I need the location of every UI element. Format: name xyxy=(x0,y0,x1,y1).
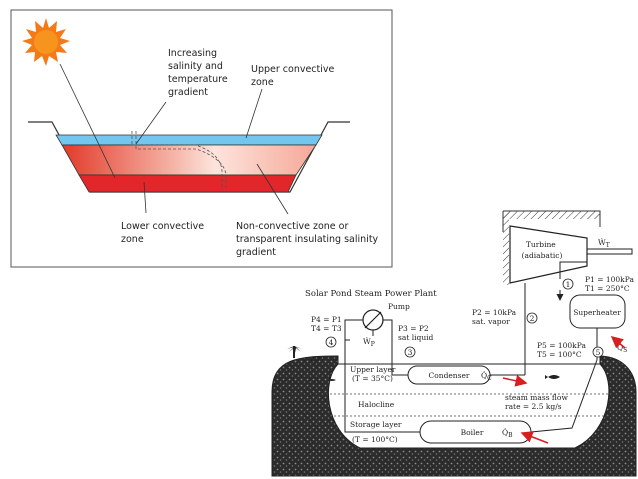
solar-pond-cross-section xyxy=(28,121,350,193)
state-3-marker xyxy=(404,346,416,358)
fish-small-icon xyxy=(328,379,336,381)
t1-label: T1 = 250°C xyxy=(585,284,630,293)
state-2-label: 2 xyxy=(530,314,535,323)
state-2-marker xyxy=(526,312,538,324)
p3-state: sat liquid xyxy=(398,333,434,342)
halocline-label: Halocline xyxy=(358,400,395,409)
label-upper-convective-zone: Upper convective zone xyxy=(251,64,337,88)
fish-icon xyxy=(545,375,560,379)
state-1-marker xyxy=(562,278,574,290)
state-4-marker xyxy=(325,336,337,348)
non-convective-layer xyxy=(61,144,317,176)
qc-label: Q̇C xyxy=(481,371,492,382)
steam-flow-label: steam mass flow rate = 2.5 kg/s xyxy=(505,393,570,411)
plant-title: Solar Pond Steam Power Plant xyxy=(305,289,437,299)
wt-label: ẆT xyxy=(598,238,610,249)
state-3-label: 3 xyxy=(408,348,413,357)
p2-state: sat. vapor xyxy=(472,317,510,326)
palm-tree-icon xyxy=(287,346,303,358)
t5-label: T5 = 100°C xyxy=(537,350,582,359)
leader-lines xyxy=(59,63,289,215)
state-5-marker xyxy=(592,346,604,358)
condenser-label: Condenser xyxy=(428,371,469,380)
pond-basin xyxy=(327,363,610,449)
superheater-label: Superheater xyxy=(573,308,621,317)
p5-label: P5 = 100kPa xyxy=(537,341,586,350)
turbine: Turbine (adiabatic) ẆT xyxy=(502,210,633,285)
p2-label: P2 = 10kPa xyxy=(472,308,517,317)
state-4-label: 4 xyxy=(329,338,334,347)
boiler-label: Boiler xyxy=(461,428,484,437)
p4-label: P4 = P1 xyxy=(311,315,342,324)
label-non-convective-zone: Non-convective zone or transparent insul… xyxy=(236,221,381,258)
upper-layer-label: Upper layer xyxy=(350,365,396,374)
storage-layer-temp: (T = 100°C) xyxy=(352,435,398,444)
upper-convective-layer xyxy=(55,134,323,146)
boat-icon xyxy=(309,356,321,362)
p1-label: P1 = 100kPa xyxy=(585,275,634,284)
label-increasing-gradient: Increasing salinity and temperature grad… xyxy=(168,48,231,98)
p3-label: P3 = P2 xyxy=(398,324,429,333)
storage-layer-label: Storage layer xyxy=(350,420,402,429)
qb-label: Q̇B xyxy=(502,428,513,439)
wp-label: ẆP xyxy=(363,337,375,348)
piping xyxy=(344,261,598,433)
pump-label: Pump xyxy=(388,302,410,311)
turbine-label: Turbine (adiabatic) xyxy=(522,240,563,260)
state-5-label: 5 xyxy=(596,348,601,357)
t4-label: T4 = T3 xyxy=(311,324,342,333)
lower-convective-layer xyxy=(78,174,297,193)
label-lower-convective-zone: Lower convective zone xyxy=(121,221,207,245)
sun-icon xyxy=(22,18,70,66)
pump xyxy=(362,309,384,336)
upper-layer-temp: (T = 35°C) xyxy=(352,374,393,383)
state-1-label: 1 xyxy=(566,280,571,289)
